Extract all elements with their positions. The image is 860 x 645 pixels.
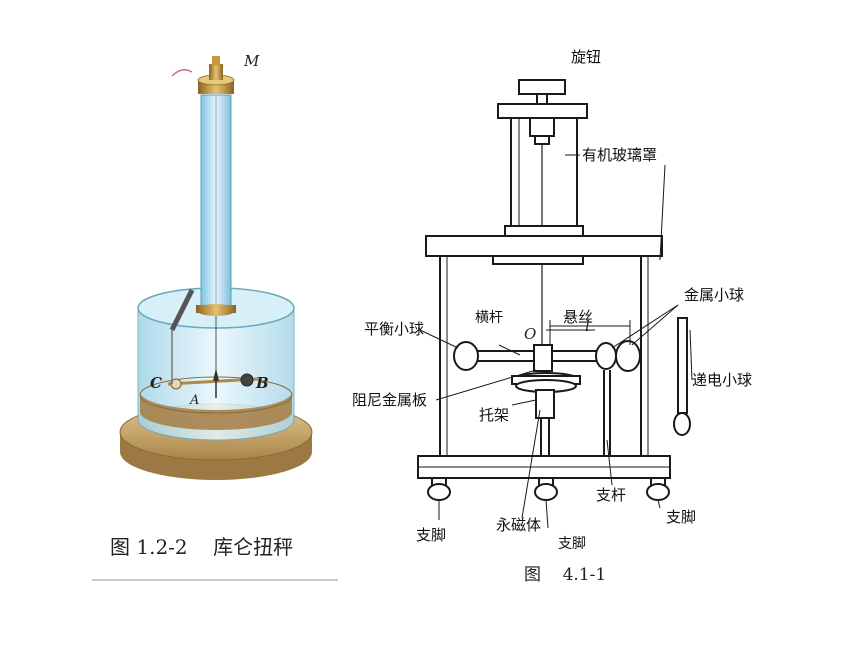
left-figure: M C A B 图 1.2-2 库仑扭秤 — [92, 52, 338, 581]
side-probe — [169, 288, 195, 384]
right-caption: 图 4.1-1 — [524, 565, 606, 585]
label-metal-ball: 金属小球 — [684, 286, 744, 304]
label-bracket: 托架 — [479, 406, 509, 424]
label-knob: 旋钮 — [571, 48, 601, 66]
torsion-head — [171, 56, 235, 94]
label-b: B — [255, 374, 269, 392]
left-caption: 图 1.2-2 库仑扭秤 — [110, 535, 293, 559]
label-foot-middle: 支脚 — [558, 536, 586, 552]
label-crossbar: 横杆 — [475, 310, 503, 326]
frame-top-plate — [425, 235, 663, 257]
label-support-rod: 支杆 — [596, 486, 626, 504]
label-length-l: l — [585, 317, 590, 335]
right-figure — [417, 79, 693, 529]
hub — [533, 344, 553, 372]
damping-plate — [511, 372, 581, 393]
metal-ball-fixed — [615, 340, 641, 372]
label-balance-ball: 平衡小球 — [364, 320, 424, 338]
label-magnet: 永磁体 — [496, 516, 541, 534]
label-a: A — [189, 393, 199, 408]
dimension-l — [549, 320, 631, 345]
right-figure-labels: 旋钮 有机玻璃罩 悬丝 横杆 金属小球 平衡小球 O l 阻尼金属板 递电小球 … — [352, 48, 752, 585]
feet — [427, 477, 670, 501]
support-rod — [603, 370, 611, 456]
cover-top-plate — [497, 103, 588, 119]
label-c: C — [150, 374, 162, 392]
label-charging-ball: 递电小球 — [692, 371, 752, 389]
ball-b — [240, 373, 254, 387]
torsion-arm — [167, 312, 259, 398]
glass-cover — [510, 117, 578, 226]
glass-tube — [196, 94, 236, 316]
balance-ball — [453, 341, 479, 371]
ball-a — [170, 378, 182, 390]
charging-ball — [673, 317, 691, 436]
label-foot-right: 支脚 — [666, 508, 696, 526]
label-glass-cover: 有机玻璃罩 — [582, 146, 657, 164]
label-m: M — [243, 52, 260, 70]
cover-base — [504, 225, 584, 237]
knob — [518, 79, 566, 105]
label-point-o: O — [524, 325, 536, 343]
label-suspension-wire: 悬丝 — [563, 308, 593, 326]
bracket-column — [535, 389, 555, 456]
label-foot-left: 支脚 — [416, 526, 446, 544]
leader-lines — [419, 154, 693, 529]
label-damping-plate: 阻尼金属板 — [352, 391, 427, 409]
